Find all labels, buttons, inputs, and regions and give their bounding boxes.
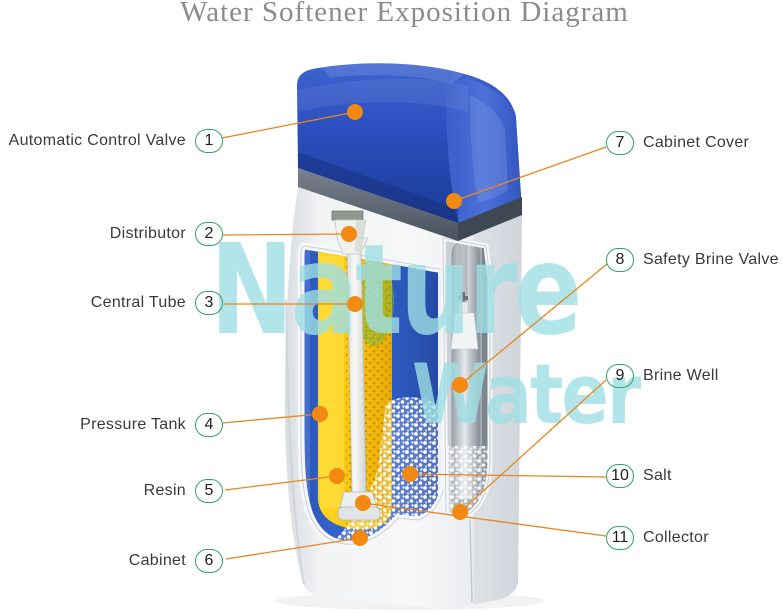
label-text: Salt	[643, 467, 672, 484]
label-pressure-tank: Pressure Tank 4	[0, 413, 223, 437]
label-text: Resin	[143, 482, 186, 499]
label-text: Distributor	[109, 225, 186, 242]
label-text: Collector	[643, 529, 709, 546]
badge-5: 5	[195, 479, 223, 503]
label-cabinet: Cabinet 6	[0, 549, 223, 573]
label-text: Cabinet Cover	[643, 134, 750, 151]
label-salt: 10 Salt	[606, 464, 672, 488]
badge-3: 3	[195, 291, 223, 315]
badge-9: 9	[606, 364, 634, 388]
label-resin: Resin 5	[0, 479, 223, 503]
badge-2: 2	[195, 222, 223, 246]
label-safety-brine-valve: 8 Safety Brine Valve	[606, 248, 779, 272]
watermark-line1: Nature	[210, 217, 579, 363]
label-text: Automatic Control Valve	[8, 132, 186, 149]
label-text: Central Tube	[90, 294, 186, 311]
label-text: Cabinet	[128, 552, 186, 569]
badge-7: 7	[606, 131, 634, 155]
leader-lines	[221, 111, 608, 560]
badge-8: 8	[606, 248, 634, 272]
badge-10: 10	[606, 464, 634, 488]
label-distributor: Distributor 2	[0, 222, 223, 246]
badge-6: 6	[195, 549, 223, 573]
label-text: Brine Well	[643, 367, 719, 384]
safety-brine-valve	[450, 292, 479, 350]
label-central-tube: Central Tube 3	[0, 291, 223, 315]
label-text: Safety Brine Valve	[643, 251, 779, 268]
label-brine-well: 9 Brine Well	[606, 364, 719, 388]
label-automatic-control-valve: Automatic Control Valve 1	[0, 129, 223, 153]
leader-dots	[312, 104, 468, 546]
cabinet-cover	[297, 62, 521, 224]
badge-11: 11	[606, 526, 634, 550]
cover-rim	[298, 168, 522, 241]
watermark-line2: Water	[412, 347, 642, 443]
label-text: Pressure Tank	[80, 416, 186, 433]
badge-1: 1	[195, 129, 223, 153]
page-title: Water Softener Exposition Diagram	[180, 0, 629, 28]
label-collector: 11 Collector	[606, 526, 709, 550]
badge-4: 4	[195, 413, 223, 437]
brine-well-window	[440, 234, 493, 521]
watermark: Nature Water	[210, 217, 644, 443]
label-cabinet-cover: 7 Cabinet Cover	[606, 131, 749, 155]
